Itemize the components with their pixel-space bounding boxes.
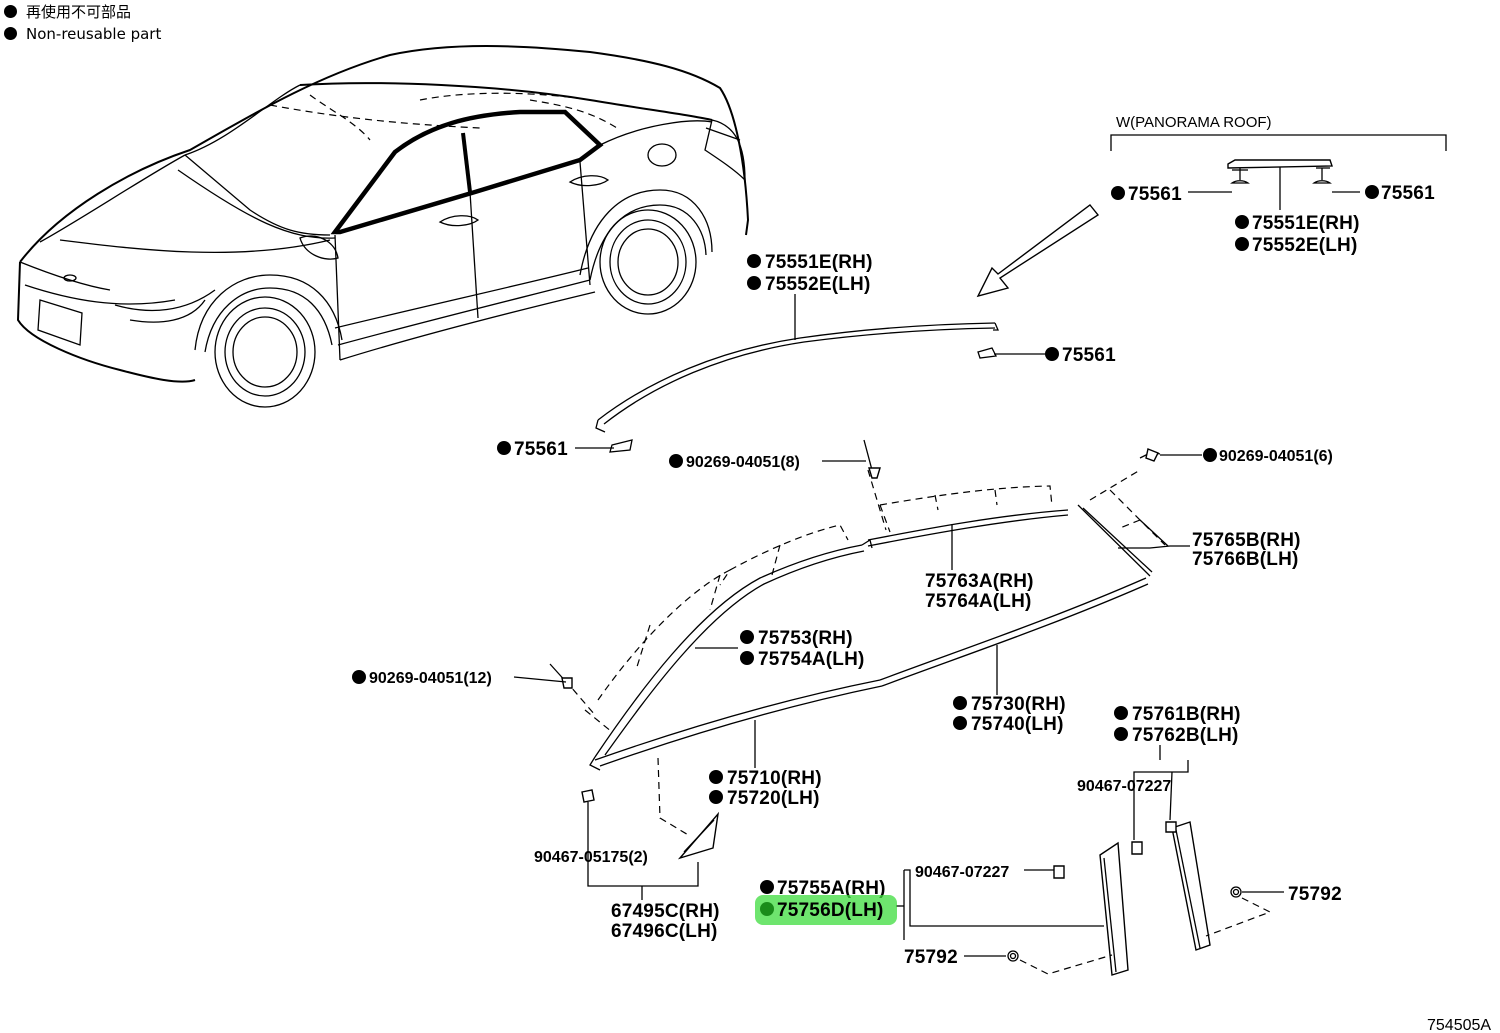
clip-icon: [1165, 821, 1177, 833]
part-90467-07227-top: 90467-07227: [1077, 778, 1171, 795]
clip-icon: [1053, 865, 1065, 879]
legend-english-text: Non-reusable part: [26, 25, 162, 43]
part-75755A: 75755A(RH): [777, 878, 886, 899]
part-90467-07227-bottom: 90467-07227: [915, 864, 1009, 881]
non-reusable-dot-icon: [1365, 185, 1379, 199]
part-90269-04051-6: 90269-04051(6): [1219, 448, 1333, 465]
diagram-code: 754505A: [1427, 1017, 1491, 1033]
part-75720: 75720(LH): [727, 788, 820, 809]
part-75561-left: 75561: [514, 439, 568, 460]
door-frame-moldings: [564, 469, 1166, 771]
pillar-garnish-rear: [1171, 821, 1211, 951]
roof-molding-inset: [1227, 159, 1333, 184]
non-reusable-dot-icon: [4, 27, 17, 40]
non-reusable-dot-icon: [1235, 237, 1249, 251]
legend-row-japanese: 再使用不可部品: [4, 1, 131, 22]
roof-molding: [595, 322, 999, 453]
part-90269-04051-12: 90269-04051(12): [369, 670, 492, 687]
part-75761B: 75761B(RH): [1132, 704, 1241, 725]
part-75740: 75740(LH): [971, 714, 1064, 735]
highlighted-part-75756D[interactable]: 75756D(LH): [755, 895, 897, 925]
non-reusable-dot-icon: [1235, 215, 1249, 229]
part-90269-04051-8: 90269-04051(8): [686, 454, 800, 471]
car-illustration: [16, 45, 750, 408]
part-75792-bottom: 75792: [904, 947, 958, 968]
part-75552E-roof: 75552E(LH): [1252, 235, 1358, 256]
part-75756D: 75756D(LH): [777, 900, 884, 921]
part-75764A: 75764A(LH): [925, 591, 1032, 612]
part-75710: 75710(RH): [727, 768, 822, 789]
part-75561-roof-left: 75561: [1128, 184, 1182, 205]
clip-icon: [1131, 841, 1143, 855]
clip-75792-icon: [1230, 886, 1242, 898]
part-75762B: 75762B(LH): [1132, 725, 1239, 746]
legend-japanese-text: 再使用不可部品: [26, 3, 132, 21]
part-67495C: 67495C(RH): [611, 901, 720, 922]
part-75792-right: 75792: [1288, 884, 1342, 905]
non-reusable-dot-icon: [1111, 186, 1125, 200]
part-75763A: 75763A(RH): [925, 571, 1034, 592]
non-reusable-dot-icon: [4, 5, 17, 18]
pillar-garnish-front: [1099, 841, 1129, 976]
part-75552E: 75552E(LH): [765, 274, 871, 295]
legend-row-english: Non-reusable part: [4, 25, 161, 43]
clip-75792-icon: [1007, 950, 1019, 962]
part-75561-roof-right: 75561: [1381, 183, 1435, 204]
part-67496C: 67496C(LH): [611, 921, 718, 942]
direction-arrow-icon: [976, 204, 1100, 298]
part-75551E: 75551E(RH): [765, 252, 873, 273]
clip-icon: [581, 789, 595, 803]
part-90467-05175: 90467-05175(2): [534, 849, 648, 866]
part-75730: 75730(RH): [971, 694, 1066, 715]
part-75766B: 75766B(LH): [1192, 549, 1299, 570]
part-75561-right: 75561: [1062, 345, 1116, 366]
part-75551E-roof: 75551E(RH): [1252, 213, 1360, 234]
panorama-roof-header: W(PANORAMA ROOF): [1116, 114, 1272, 131]
panorama-bracket: [1110, 134, 1447, 151]
part-75754A: 75754A(LH): [758, 649, 865, 670]
part-75765B: 75765B(RH): [1192, 530, 1301, 551]
part-75753: 75753(RH): [758, 628, 853, 649]
